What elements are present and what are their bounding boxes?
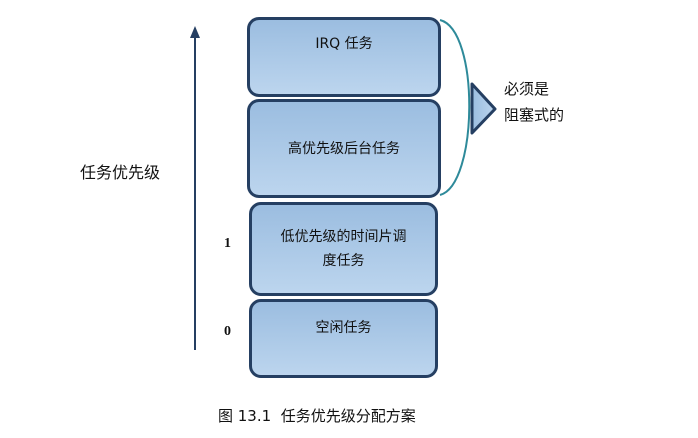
axis-label: 任务优先级 [80,163,161,182]
low-priority-label-1: 低优先级的时间片调 [280,229,407,245]
level-0: 0 [224,324,231,339]
low-priority-label-2: 度任务 [322,253,365,269]
low-priority-box: 低优先级的时间片调度任务 [249,202,438,296]
level-1: 1 [224,236,231,251]
arrowhead-icon [190,26,200,38]
irq-task-label: IRQ 任务 [315,36,373,52]
figure-caption: 图 13.1 任务优先级分配方案 [218,407,416,425]
note-line-1: 必须是 [504,80,550,98]
idle-task-box: 空闲任务 [249,299,438,378]
high-priority-box: 高优先级后台任务 [247,99,441,198]
irq-task-box: IRQ 任务 [247,17,441,97]
high-priority-label: 高优先级后台任务 [288,140,400,157]
note-line-2: 阻塞式的 [504,106,565,124]
bracket-curve [439,19,471,196]
bracket-pointer [470,82,497,135]
idle-task-label: 空闲任务 [315,320,372,336]
